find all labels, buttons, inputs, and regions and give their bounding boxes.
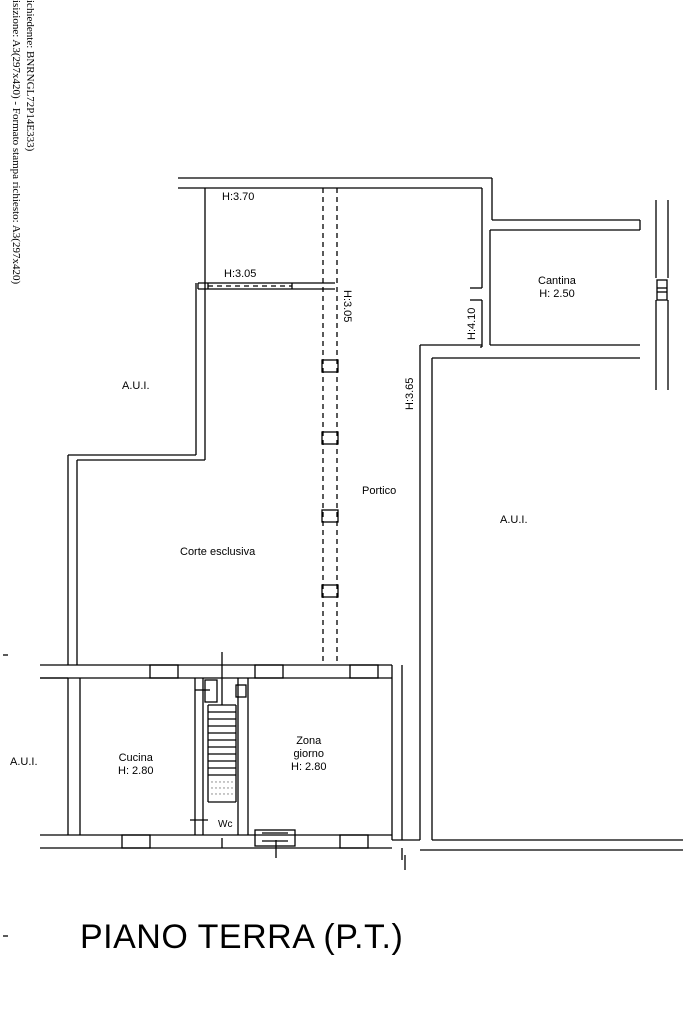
zona-name-line1: Zona <box>296 735 322 747</box>
floor-plan-title: PIANO TERRA (P.T.) <box>80 918 404 956</box>
room-label-cantina: Cantina H: 2.50 <box>538 275 576 301</box>
margin-text-requester: ichiedente: BNRNGL72P14E333) <box>24 0 36 152</box>
cucina-height: H: 2.80 <box>118 765 154 777</box>
height-label-305-vertical: H:3.05 <box>341 290 353 323</box>
height-label-410: H:4.10 <box>466 307 478 340</box>
zona-height: H: 2.80 <box>291 761 327 773</box>
room-label-portico: Portico <box>362 485 397 497</box>
cucina-name: Cucina <box>118 752 153 764</box>
margin-text-format: isizione: A3(297x420) - Formato stampa r… <box>10 0 22 285</box>
height-label-370: H:3.70 <box>222 191 255 203</box>
room-label-aui-right: A.U.I. <box>500 514 528 526</box>
room-label-wc: Wc <box>218 819 233 830</box>
room-label-cucina: Cucina H: 2.80 <box>118 752 153 778</box>
zona-name-line2: giorno <box>293 748 325 760</box>
height-label-305: H:3.05 <box>224 268 257 280</box>
room-label-aui-bottom-left: A.U.I. <box>10 756 38 768</box>
room-label-aui-left: A.U.I. <box>122 380 150 392</box>
height-label-365: H:3.65 <box>404 377 416 410</box>
cantina-height: H: 2.50 <box>539 288 575 300</box>
room-label-corte: Corte esclusiva <box>180 546 256 558</box>
cantina-name: Cantina <box>538 275 576 287</box>
room-label-zona-giorno: Zona giorno H: 2.80 <box>291 735 326 774</box>
